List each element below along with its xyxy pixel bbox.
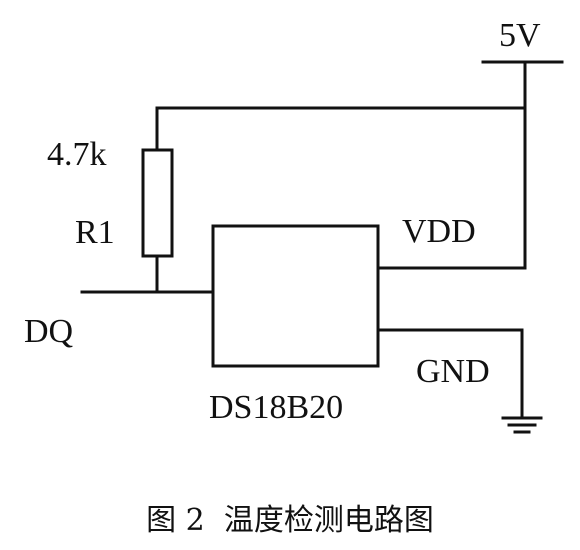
pin-vdd-label: VDD [402,213,476,250]
ground-symbol [501,416,543,434]
figure-caption: 图 2 温度检测电路图 [146,503,434,538]
resistor-r1 [141,148,174,258]
resistor-ref-label: R1 [75,214,115,251]
pin-dq-label: DQ [24,313,73,350]
supply-label: 5V [499,17,541,54]
chip-label: DS18B20 [209,389,343,426]
pin-gnd-label: GND [416,353,490,390]
resistor-value-label: 4.7k [47,136,107,173]
chip-ds18b20 [211,224,380,368]
